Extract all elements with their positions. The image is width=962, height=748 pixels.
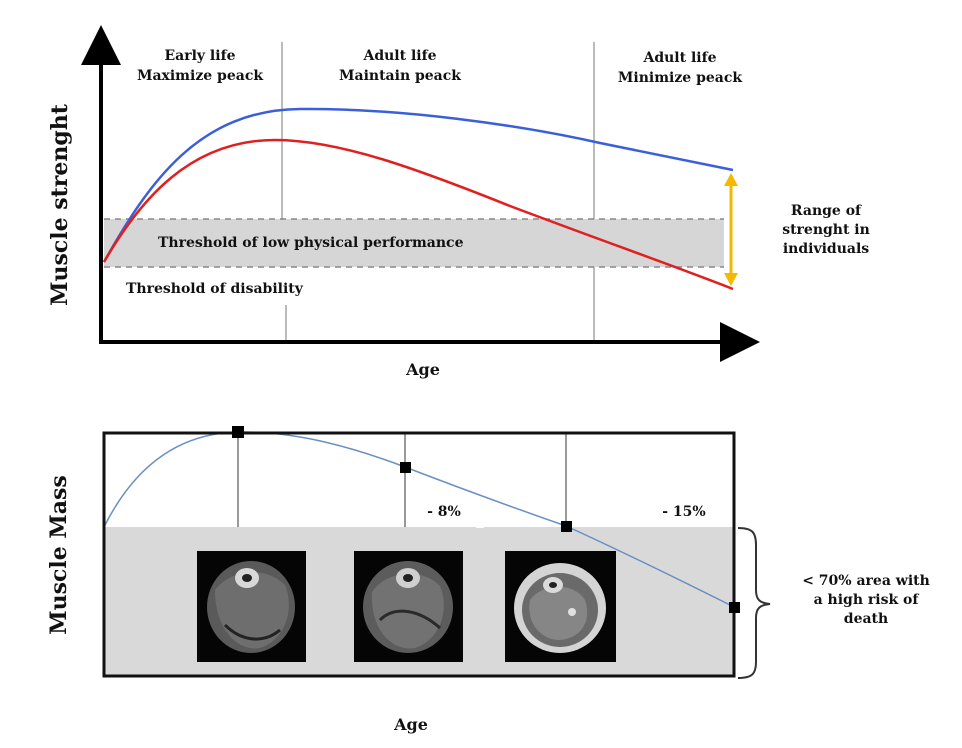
thigh-scan-young xyxy=(197,551,306,662)
shaded-gap xyxy=(476,488,484,528)
top-y-axis-label: Muscle strenght xyxy=(47,103,73,306)
lower-strength-curve xyxy=(102,138,734,291)
phase-2-line1: Adult life xyxy=(362,48,436,64)
curve-marker-3 xyxy=(561,521,572,532)
bottom-x-axis-label: Age xyxy=(393,715,428,734)
band-label: Threshold of low physical performance xyxy=(158,235,464,251)
phase-3-line1: Adult life xyxy=(642,50,716,66)
top-panel: Muscle strenght Age Early life Maximize … xyxy=(47,25,870,379)
muscle-mass-frame xyxy=(102,431,736,678)
risk-label-2: a high risk of xyxy=(814,592,920,608)
decline-label-15: - 15% xyxy=(662,504,705,520)
disability-label: Threshold of disability xyxy=(126,281,304,297)
risk-label-1: < 70% area with xyxy=(802,573,930,589)
range-label-2: strenght in xyxy=(782,222,870,238)
top-x-axis-label: Age xyxy=(405,360,440,379)
risk-label-3: death xyxy=(844,611,888,627)
bottom-y-axis-label: Muscle Mass xyxy=(46,475,72,635)
phase-1-line1: Early life xyxy=(164,48,235,64)
upper-strength-curve xyxy=(102,107,734,263)
range-arrow xyxy=(724,173,738,286)
bottom-panel: Muscle Mass Age - 8% - 15% < 70% area wi… xyxy=(46,426,930,734)
curve-marker-1 xyxy=(232,426,244,438)
phase-3-line2: Minimize peack xyxy=(618,70,742,86)
thigh-scan-middle xyxy=(354,551,463,662)
range-label-3: individuals xyxy=(783,241,869,257)
curve-marker-4 xyxy=(729,602,740,613)
risk-brace xyxy=(737,527,771,679)
phase-1-line2: Maximize peack xyxy=(137,68,263,84)
threshold-band xyxy=(104,219,724,267)
range-label-1: Range of xyxy=(791,203,862,219)
phase-2-line2: Maintain peack xyxy=(339,68,461,84)
decline-label-8: - 8% xyxy=(427,504,461,520)
thigh-scan-old xyxy=(505,551,616,662)
curve-marker-2 xyxy=(400,462,411,473)
